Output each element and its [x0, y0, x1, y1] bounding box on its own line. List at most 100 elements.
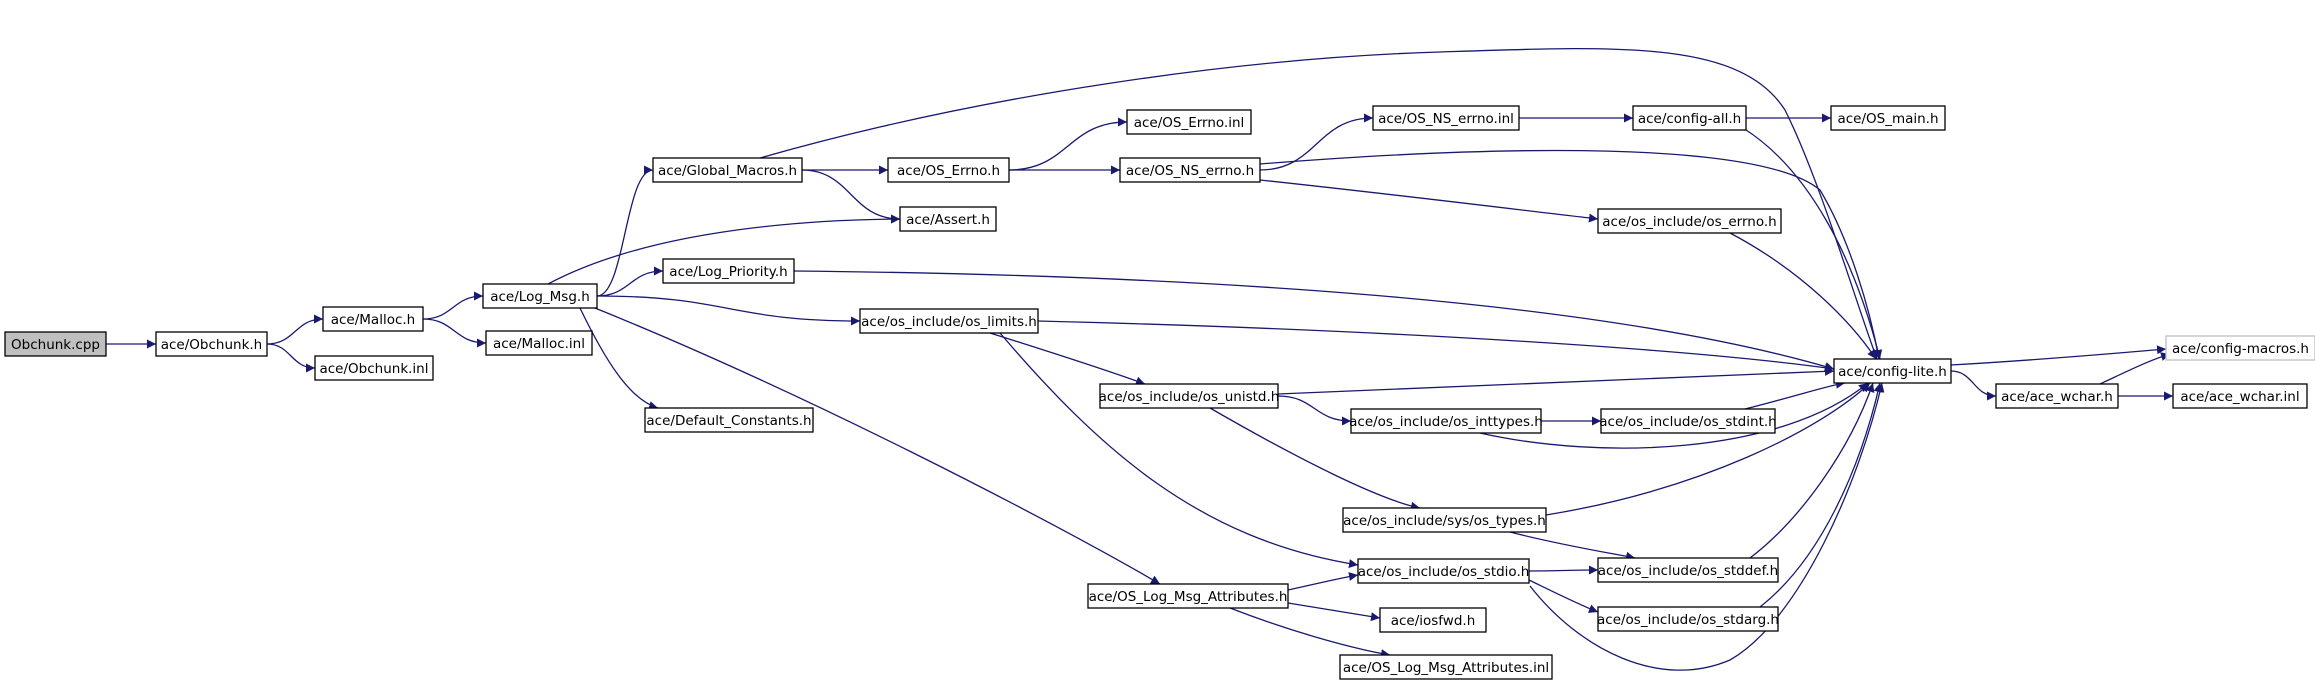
node-obchunk-inl[interactable]: ace/Obchunk.inl — [314, 355, 434, 381]
node-log-msg-h[interactable]: ace/Log_Msg.h — [482, 283, 598, 309]
node-box — [1597, 606, 1779, 632]
node-malloc-inl[interactable]: ace/Malloc.inl — [485, 330, 593, 356]
edge-log-msg-h-to-global-macros-h — [596, 165, 654, 297]
node-box — [1833, 358, 1952, 384]
edge-os-stdarg-h-to-config-lite-h — [1759, 382, 1883, 608]
node-label: ace/Log_Msg.h — [490, 289, 590, 305]
node-config-all-h[interactable]: ace/config-all.h — [1632, 105, 1747, 131]
edge-global-macros-h-to-config-lite-h — [759, 48, 1879, 360]
edge-os-log-msg-attr-h-to-os-log-msg-attr-inl — [1229, 607, 1391, 658]
node-os-ns-errno-h[interactable]: ace/OS_NS_errno.h — [1119, 157, 1261, 183]
node-os-errno-inl[interactable]: ace/OS_Errno.inl — [1126, 109, 1252, 135]
edge-os-stddef-h-to-config-lite-h — [1749, 382, 1875, 559]
edge-os-ns-errno-h-to-os-errno-os-h — [1259, 179, 1599, 223]
node-assert-h[interactable]: ace/Assert.h — [899, 206, 997, 232]
edge-sys-os-types-h-to-config-lite-h — [1545, 382, 1871, 516]
edge-os-stdio-h-to-os-stddef-h — [1528, 565, 1599, 575]
node-os-limits-h[interactable]: ace/os_include/os_limits.h — [859, 308, 1039, 334]
node-label: ace/os_include/os_inttypes.h — [1349, 414, 1543, 430]
node-box — [1372, 105, 1520, 131]
node-os-ns-errno-inl[interactable]: ace/OS_NS_errno.inl — [1372, 105, 1520, 131]
node-label: Obchunk.cpp — [11, 337, 100, 353]
node-box — [1099, 383, 1279, 409]
node-obchunk-h[interactable]: ace/Obchunk.h — [155, 331, 268, 357]
node-box — [155, 331, 268, 357]
node-config-lite-h[interactable]: ace/config-lite.h — [1833, 358, 1952, 384]
edge-os-ns-errno-h-to-config-lite-h — [1259, 149, 1882, 360]
edge-log-priority-h-to-config-lite-h — [793, 270, 1835, 371]
edge-os-errno-os-h-to-config-lite-h — [1729, 232, 1877, 360]
node-box — [2165, 335, 2315, 361]
edge-config-lite-h-to-config-macros-h — [1950, 345, 2167, 366]
node-box — [1632, 105, 1747, 131]
node-label: ace/Obchunk.h — [161, 337, 263, 353]
edge-os-stdio-h-to-os-stdarg-h — [1528, 579, 1599, 613]
node-box — [1119, 157, 1261, 183]
node-os-unistd-h[interactable]: ace/os_include/os_unistd.h — [1099, 383, 1280, 409]
edge-os-limits-h-to-os-stdio-h — [999, 332, 1359, 569]
node-os-stdint-h[interactable]: ace/os_include/os_stdint.h — [1599, 408, 1777, 434]
node-obchunk-cpp[interactable]: Obchunk.cpp — [4, 331, 107, 357]
node-os-stdio-h[interactable]: ace/os_include/os_stdio.h — [1357, 558, 1530, 584]
node-label: ace/OS_main.h — [1837, 111, 1938, 127]
node-os-main-h[interactable]: ace/OS_main.h — [1830, 105, 1946, 131]
edge-os-log-msg-attr-h-to-os-stdio-h — [1287, 572, 1359, 591]
edge-os-unistd-h-to-config-lite-h — [1277, 366, 1835, 395]
node-ace-wchar-inl[interactable]: ace/ace_wchar.inl — [2172, 383, 2308, 409]
node-os-log-msg-attr-h[interactable]: ace/OS_Log_Msg_Attributes.h — [1087, 583, 1289, 609]
node-box — [482, 283, 598, 309]
node-box — [1357, 558, 1530, 584]
node-iosfwd-h[interactable]: ace/iosfwd.h — [1379, 607, 1487, 633]
edge-malloc-h-to-log-msg-h — [422, 291, 484, 320]
node-box — [1339, 654, 1553, 680]
edge-obchunk-h-to-obchunk-inl — [266, 343, 316, 373]
node-box — [1830, 105, 1946, 131]
edge-os-ns-errno-h-to-os-ns-errno-inl — [1259, 113, 1374, 171]
edge-log-msg-h-to-os-limits-h — [596, 295, 861, 326]
node-label: ace/OS_Log_Msg_Attributes.h — [1089, 589, 1288, 605]
node-label: ace/os_include/os_stdio.h — [1358, 564, 1530, 580]
node-os-stdarg-h[interactable]: ace/os_include/os_stdarg.h — [1597, 606, 1779, 632]
node-box — [1379, 607, 1487, 633]
edge-log-msg-h-to-log-priority-h — [596, 266, 664, 297]
edge-sys-os-types-h-to-os-stddef-h — [1509, 531, 1636, 561]
node-box — [2172, 383, 2308, 409]
node-box — [314, 355, 434, 381]
node-sys-os-types-h[interactable]: ace/os_include/sys/os_types.h — [1342, 507, 1547, 533]
node-box — [644, 407, 814, 433]
node-box — [1597, 557, 1779, 583]
node-box — [1600, 408, 1776, 434]
node-label: ace/OS_NS_errno.inl — [1378, 111, 1514, 127]
node-os-inttypes-h[interactable]: ace/os_include/os_inttypes.h — [1349, 408, 1543, 434]
node-box — [859, 308, 1039, 334]
node-os-errno-os-h[interactable]: ace/os_include/os_errno.h — [1597, 208, 1782, 234]
edge-os-unistd-h-to-os-inttypes-h — [1277, 395, 1352, 426]
node-default-constants-h[interactable]: ace/Default_Constants.h — [644, 407, 814, 433]
edge-global-macros-h-to-assert-h — [801, 169, 901, 224]
node-ace-wchar-h[interactable]: ace/ace_wchar.h — [1995, 383, 2119, 409]
edge-config-all-h-to-config-lite-h — [1742, 127, 1883, 360]
edge-os-log-msg-attr-h-to-iosfwd-h — [1287, 602, 1381, 622]
node-config-macros-h[interactable]: ace/config-macros.h — [2165, 335, 2315, 361]
node-log-priority-h[interactable]: ace/Log_Priority.h — [662, 258, 795, 284]
node-global-macros-h[interactable]: ace/Global_Macros.h — [652, 157, 803, 183]
node-os-stddef-h[interactable]: ace/os_include/os_stddef.h — [1597, 557, 1779, 583]
node-label: ace/OS_Errno.h — [897, 163, 1000, 179]
node-malloc-h[interactable]: ace/Malloc.h — [322, 306, 424, 332]
node-box — [1087, 583, 1289, 609]
node-os-errno-h[interactable]: ace/OS_Errno.h — [887, 157, 1010, 183]
node-box — [899, 206, 997, 232]
node-label: ace/os_include/os_unistd.h — [1099, 389, 1280, 405]
edge-os-limits-h-to-os-unistd-h — [989, 332, 1146, 386]
edge-os-unistd-h-to-sys-os-types-h — [1209, 407, 1421, 511]
node-label: ace/Global_Macros.h — [658, 163, 797, 179]
node-box — [4, 331, 107, 357]
edge-malloc-h-to-malloc-inl — [422, 318, 487, 348]
node-label: ace/os_include/os_stdint.h — [1599, 414, 1776, 430]
node-label: ace/config-macros.h — [2172, 341, 2309, 357]
node-os-log-msg-attr-inl[interactable]: ace/OS_Log_Msg_Attributes.inl — [1339, 654, 1553, 680]
node-label: ace/os_include/sys/os_types.h — [1343, 513, 1546, 529]
edge-obchunk-h-to-malloc-h — [266, 314, 324, 345]
node-label: ace/Default_Constants.h — [646, 413, 811, 429]
